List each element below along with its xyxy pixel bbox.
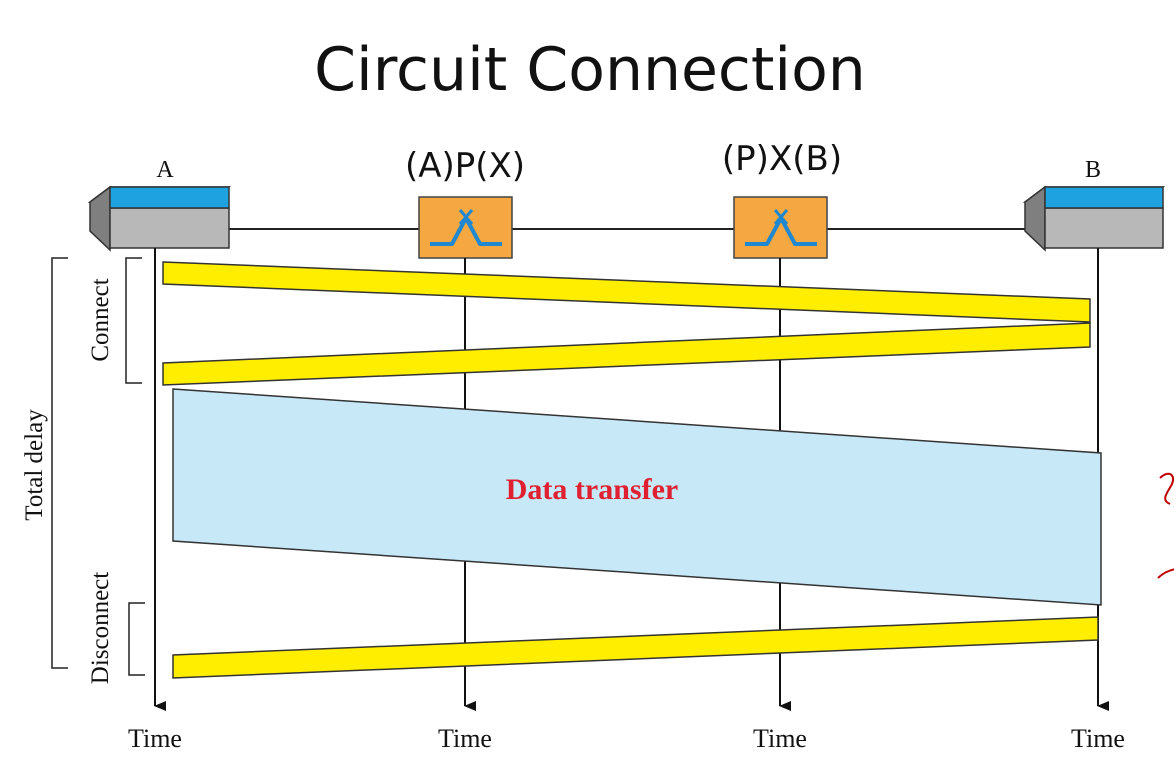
- disconnect-label: Disconnect: [87, 572, 114, 685]
- node-label-x: (P)X(B): [722, 139, 842, 179]
- connect-label: Connect: [87, 278, 114, 361]
- connect-request-band: [162, 261, 1091, 323]
- node-label-b: B: [1085, 157, 1101, 183]
- handwritten-annotation-stroke: [1157, 568, 1174, 579]
- switch-icon: [733, 196, 828, 259]
- switch-icon: [418, 196, 513, 259]
- connect-bracket: [125, 257, 142, 384]
- page-title: Circuit Connection: [314, 35, 866, 105]
- disconnect-bracket: [128, 602, 145, 676]
- data-transfer-region: [172, 388, 1102, 606]
- handwritten-annotation: [1159, 472, 1174, 505]
- total-delay-bracket: [51, 257, 68, 669]
- time-label-b: Time: [1071, 724, 1125, 753]
- node-label-a: A: [156, 157, 174, 183]
- time-label-x: Time: [753, 724, 807, 753]
- computer-icon: [1022, 185, 1166, 252]
- node-label-p: (A)P(X): [405, 146, 525, 186]
- data-transfer-label: Data transfer: [506, 473, 678, 506]
- time-label-p: Time: [438, 724, 492, 753]
- time-label-a: Time: [128, 724, 182, 753]
- connect-reply-band: [162, 322, 1091, 386]
- computer-icon: [87, 185, 232, 252]
- disconnect-band: [172, 616, 1099, 679]
- total-delay-label: Total delay: [21, 409, 48, 521]
